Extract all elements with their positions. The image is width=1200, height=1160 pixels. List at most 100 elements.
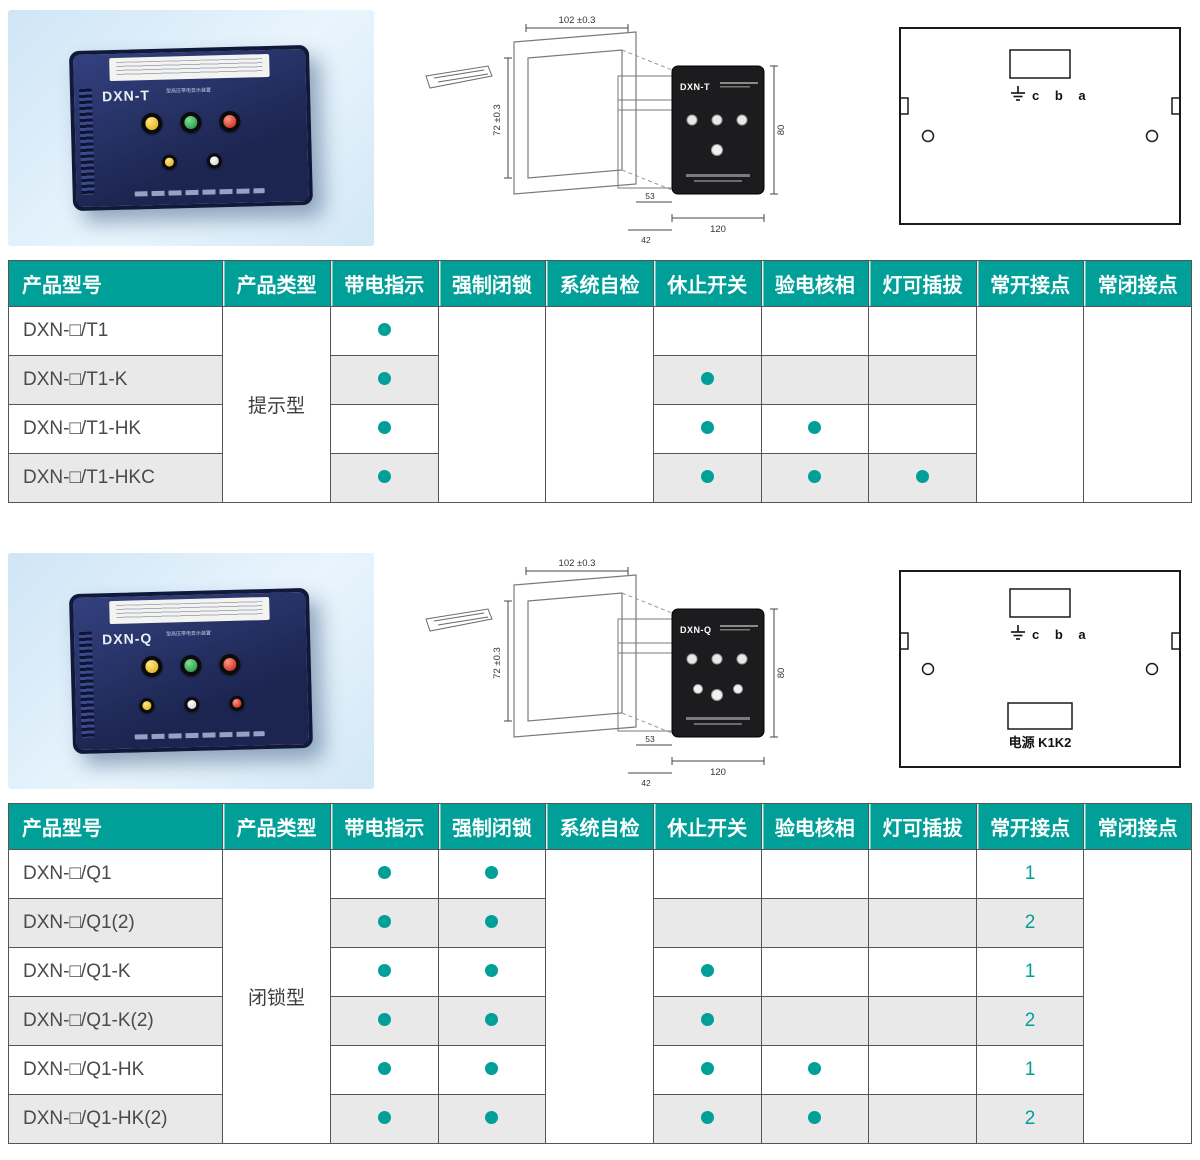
- device-vent-slots: [78, 88, 95, 195]
- dim-right-text: 80: [776, 125, 787, 136]
- feature-cell: [652, 1094, 762, 1144]
- feature-dot-icon: [700, 421, 714, 434]
- column-header: 常闭接点: [1083, 260, 1192, 307]
- dim-bottom-text: 120: [710, 224, 726, 235]
- contact-count: 1: [975, 1045, 1085, 1095]
- white-indicator-button: [206, 153, 223, 169]
- feature-cell: [868, 947, 977, 997]
- feature-cell: [868, 1094, 977, 1144]
- dim-right-text: 80: [776, 668, 787, 679]
- feature-dot-icon: [808, 421, 822, 434]
- right-notch: [1171, 97, 1180, 115]
- feature-cell: [652, 1045, 762, 1095]
- device-subtitle-text: 型高压带电显示装置: [165, 630, 212, 638]
- feature-cell: [437, 1094, 547, 1144]
- column-header: 休止开关: [652, 260, 762, 307]
- contact-count: 2: [975, 996, 1085, 1046]
- column-header: 产品型号: [8, 260, 223, 307]
- feature-dot-icon: [700, 1013, 714, 1026]
- feature-dot-icon: [377, 915, 391, 928]
- device-face: DXN-T: [671, 65, 765, 195]
- feature-dot-icon: [700, 1062, 714, 1075]
- feature-cell: [868, 898, 977, 948]
- face-model-text: DXN-Q: [680, 625, 712, 635]
- feature-cell: [868, 404, 977, 454]
- empty-feature-cell: [1083, 306, 1192, 503]
- model-cell: DXN-□/T1-HKC: [8, 453, 223, 503]
- dim-line-top: [525, 24, 629, 32]
- empty-feature-cell: [975, 306, 1085, 503]
- dim-line-left: [504, 600, 512, 722]
- rear-panel-diagram: c b a 电源 K1K2: [894, 563, 1186, 775]
- feature-cell: [760, 1045, 870, 1095]
- control-buttons-row: [139, 695, 245, 714]
- dim-depth-b-text: 42: [641, 778, 651, 788]
- control-buttons-row: [161, 153, 223, 170]
- feature-cell: [330, 1094, 439, 1144]
- dim-depth-b-text: 42: [641, 235, 651, 245]
- right-mounting-hole: [1145, 662, 1159, 676]
- empty-feature-cell: [437, 306, 547, 503]
- feature-dot-icon: [485, 1111, 499, 1124]
- rear-panel-svg: c b a: [899, 27, 1181, 225]
- feature-cell: [760, 453, 870, 503]
- feature-dot-icon: [485, 964, 499, 977]
- red-indicator-button: [219, 110, 241, 133]
- empty-feature-cell: [545, 849, 654, 1144]
- rear-panel-outline: [899, 27, 1181, 225]
- contact-count: 1: [975, 849, 1085, 899]
- model-cell: DXN-□/Q1-K(2): [8, 996, 223, 1046]
- model-cell: DXN-□/T1-K: [8, 355, 223, 405]
- table-row: DXN-□/Q1-K(2) 2: [8, 996, 1192, 1046]
- dim-line-bottom: [628, 744, 765, 774]
- column-header: 常开接点: [975, 260, 1085, 307]
- table-row: DXN-□/Q1-HK(2) 2: [8, 1094, 1192, 1144]
- feature-dot-icon: [377, 964, 391, 977]
- feature-cell: [868, 1045, 977, 1095]
- green-indicator-button: [180, 654, 202, 677]
- contact-count: 2: [975, 1094, 1085, 1144]
- dim-top-text: 102 ±0.3: [559, 15, 596, 26]
- left-mounting-hole: [921, 129, 935, 143]
- column-header: 带电指示: [330, 260, 439, 307]
- dim-depth-a-text: 53: [645, 191, 655, 201]
- feature-cell: [330, 1045, 439, 1095]
- model-cell: DXN-□/Q1-HK(2): [8, 1094, 223, 1144]
- feature-cell: [330, 355, 439, 405]
- device-vent-slots: [78, 631, 95, 738]
- terminal-labels: c b a: [1032, 88, 1092, 103]
- feature-dot-icon: [808, 1111, 822, 1124]
- red-indicator-button: [229, 695, 245, 712]
- feature-cell: [652, 306, 762, 356]
- indicator-lamps-row: [141, 110, 241, 135]
- indicator-lamps-row: [141, 653, 241, 678]
- images-row: DXN-Q 型高压带电显示装置: [0, 543, 1200, 803]
- column-header: 灯可插拔: [868, 803, 977, 850]
- empty-feature-cell: [1083, 849, 1192, 1144]
- feature-cell: [760, 355, 870, 405]
- green-indicator-button: [180, 111, 202, 134]
- table-row: DXN-□/T1-K: [8, 355, 1192, 405]
- feature-cell: [760, 1094, 870, 1144]
- rear-panel-outline: [899, 570, 1181, 768]
- product-type-cell: 闭锁型: [222, 849, 331, 1144]
- feature-cell: [437, 996, 547, 1046]
- dim-line-right: [770, 608, 778, 738]
- rear-panel-svg: c b a 电源 K1K2: [899, 570, 1181, 768]
- contact-count: 1: [975, 947, 1085, 997]
- feature-cell: [437, 1045, 547, 1095]
- header-row: 产品型号产品类型带电指示强制闭锁系统自检休止开关验电核相灯可插拔常开接点常闭接点: [8, 803, 1192, 850]
- power-terminal-block: [1007, 702, 1073, 730]
- feature-cell: [330, 453, 439, 503]
- mounting-clip: [425, 608, 493, 632]
- dim-left-text: 72 ±0.3: [492, 104, 503, 136]
- spec-table-dxn-q: 产品型号产品类型带电指示强制闭锁系统自检休止开关验电核相灯可插拔常开接点常闭接点…: [8, 803, 1192, 1144]
- model-cell: DXN-□/Q1: [8, 849, 223, 899]
- dim-line-top: [525, 567, 629, 575]
- device-model-text: DXN-T: [101, 87, 151, 105]
- feature-dot-icon: [377, 1062, 391, 1075]
